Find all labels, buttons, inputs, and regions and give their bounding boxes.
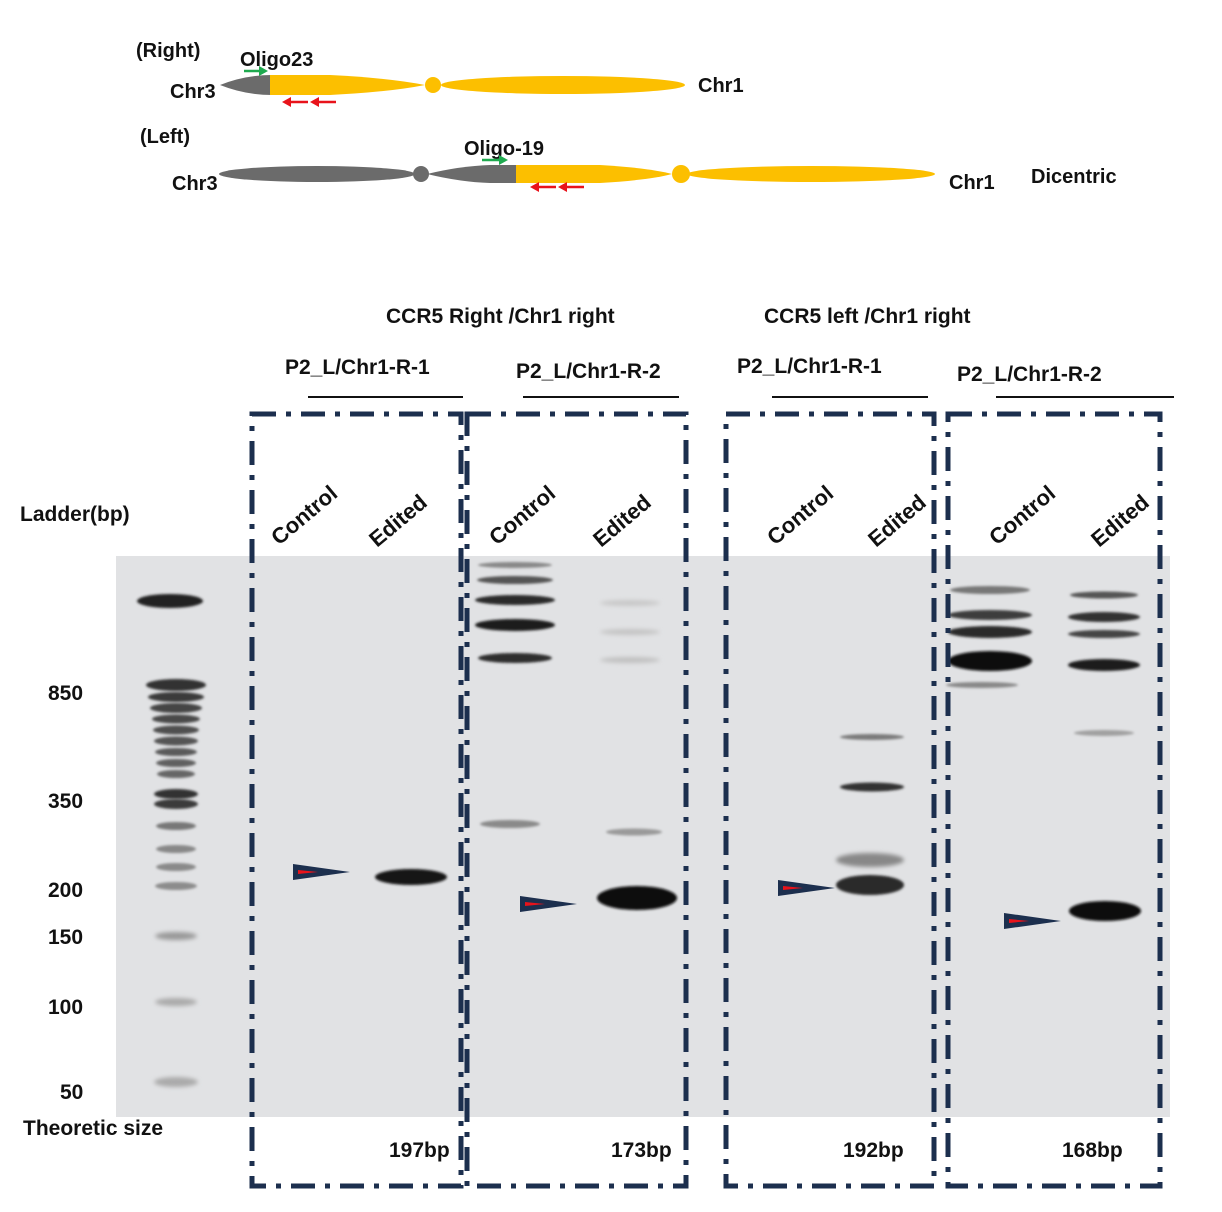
bands-panel-4-edited	[1068, 591, 1140, 736]
chr1-arm-right-1	[270, 75, 425, 95]
theoretic-size-4: 168bp	[1062, 1139, 1123, 1162]
bands-panel-2-control	[475, 562, 555, 828]
chr3-arm-left-2	[427, 165, 518, 183]
lane-label-control-1: Control	[266, 480, 342, 549]
panel-frame-2	[464, 411, 689, 1189]
ladder-mark-200: 200	[48, 879, 83, 902]
ladder-mark-50: 50	[60, 1081, 83, 1104]
right-label: (Right)	[136, 40, 200, 62]
reverse-primers-right	[282, 97, 336, 107]
bands-panel-2-edited	[600, 600, 662, 836]
ladder-mark-350: 350	[48, 790, 83, 813]
panel-frames	[249, 411, 1163, 1189]
panel-title-4: P2_L/Chr1-R-2	[957, 363, 1102, 386]
lane-label-edited-2: Edited	[588, 489, 656, 551]
lane-label-edited-1: Edited	[364, 489, 432, 551]
ladder-mark-850: 850	[48, 682, 83, 705]
panel-frame-3	[723, 411, 937, 1189]
ladder-lane	[137, 594, 206, 1087]
theoretic-size-3: 192bp	[843, 1139, 904, 1162]
marker-arrow-1	[293, 864, 350, 880]
target-band-3	[836, 875, 904, 895]
theoretic-size-2: 173bp	[611, 1139, 672, 1162]
chr3-label-left: Chr3	[172, 173, 218, 195]
chr1-label-right: Chr1	[698, 75, 744, 97]
chr1-centromere	[672, 165, 690, 183]
ladder-mark-100: 100	[48, 996, 83, 1019]
chr1-arm-right-2	[441, 76, 685, 94]
bands-panel-4-control	[946, 586, 1032, 688]
left-label: (Left)	[140, 126, 190, 148]
centromere-right	[425, 77, 441, 93]
lane-label-control-3: Control	[762, 480, 838, 549]
theoretic-sizes: Theoretic size 197bp 173bp 192bp 168bp	[23, 1117, 1123, 1162]
chr3-label-right: Chr3	[170, 81, 216, 103]
right-oligo-label: Oligo23	[240, 49, 313, 71]
bands-panel-3-edited	[836, 734, 904, 867]
target-band-2	[597, 886, 677, 910]
chr3-centromere	[413, 166, 429, 182]
reverse-primers-left	[530, 182, 584, 192]
forward-primer-right	[244, 66, 268, 76]
panel-title-2: P2_L/Chr1-R-2	[516, 360, 661, 383]
ladder-title: Ladder(bp)	[20, 503, 130, 526]
marker-arrow-2	[520, 896, 577, 912]
dicentric-label: Dicentric	[1031, 166, 1117, 188]
lane-label-control-4: Control	[984, 480, 1060, 549]
panel-title-1: P2_L/Chr1-R-1	[285, 356, 430, 379]
marker-arrow-4	[1004, 913, 1061, 929]
group-title-right: CCR5 Right /Chr1 right	[386, 305, 615, 328]
chromosome-schematic: (Right) Oligo23 Chr3 Chr1 (Left) Oligo-1…	[136, 40, 1117, 195]
lane-label-control-2: Control	[484, 480, 560, 549]
gel-background	[116, 556, 1170, 1117]
target-band-4	[1069, 901, 1141, 921]
target-band-1	[375, 869, 447, 885]
group-title-left: CCR5 left /Chr1 right	[764, 305, 971, 328]
ladder-mark-150: 150	[48, 926, 83, 949]
gel-titles: CCR5 Right /Chr1 right CCR5 left /Chr1 r…	[20, 305, 1174, 552]
band-markers	[293, 864, 1061, 929]
gel-image	[116, 556, 1170, 1117]
chr1-arm-left-2	[687, 166, 935, 182]
panel-frame-4	[945, 411, 1163, 1189]
chr1-arm-left-1	[516, 165, 672, 183]
ladder-size-labels: 850 350 200 150 100 50	[48, 682, 83, 1104]
panel-frame-1	[249, 411, 464, 1189]
theoretic-size-label: Theoretic size	[23, 1117, 163, 1140]
forward-primer-left	[482, 155, 508, 165]
chr3-arm-right	[220, 75, 272, 95]
chr1-label-left: Chr1	[949, 172, 995, 194]
left-oligo-label: Oligo-19	[464, 138, 544, 160]
lane-label-edited-3: Edited	[863, 489, 931, 551]
chr3-arm-left-1	[219, 166, 415, 182]
lane-label-edited-4: Edited	[1086, 489, 1154, 551]
panel-title-3: P2_L/Chr1-R-1	[737, 355, 882, 378]
marker-arrow-3	[778, 880, 835, 896]
theoretic-size-1: 197bp	[389, 1139, 450, 1162]
